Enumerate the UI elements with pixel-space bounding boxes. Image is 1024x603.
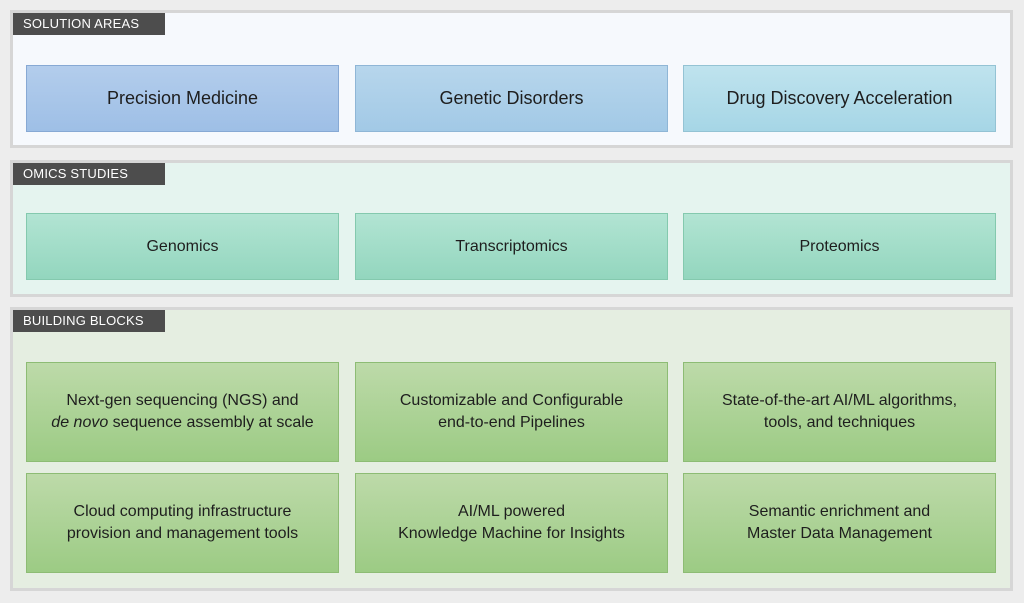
- building-blocks-section: BUILDING BLOCKS Next-gen sequencing (NGS…: [10, 307, 1013, 591]
- omics-item-label: Transcriptomics: [455, 237, 568, 255]
- block-pipelines: Customizable and Configurable end-to-end…: [355, 362, 668, 462]
- omics-item-label: Proteomics: [799, 237, 880, 255]
- block-aiml-algorithms: State-of-the-art AI/ML algorithms, tools…: [683, 362, 996, 462]
- block-text-line2: de novo sequence assembly at scale: [51, 412, 313, 434]
- omics-transcriptomics: Transcriptomics: [355, 213, 668, 280]
- block-text-line2: end-to-end Pipelines: [438, 414, 585, 431]
- solution-drug-discovery: Drug Discovery Acceleration: [683, 65, 996, 132]
- block-text-line2: provision and management tools: [66, 525, 299, 542]
- solution-item-label: Drug Discovery Acceleration: [726, 88, 953, 108]
- solution-genetic-disorders: Genetic Disorders: [355, 65, 668, 132]
- building-blocks-label: BUILDING BLOCKS: [13, 310, 165, 332]
- block-knowledge-machine: AI/ML powered Knowledge Machine for Insi…: [355, 473, 668, 573]
- solution-item-label: Precision Medicine: [106, 88, 259, 108]
- block-text-line1: AI/ML powered: [457, 503, 565, 520]
- block-master-data-management: Semantic enrichment and Master Data Mana…: [683, 473, 996, 573]
- omics-studies-section: OMICS STUDIES Genomics Transcriptomics P…: [10, 160, 1013, 297]
- block-text-line2: tools, and techniques: [763, 414, 916, 431]
- omics-proteomics: Proteomics: [683, 213, 996, 280]
- block-text-line2: Knowledge Machine for Insights: [398, 525, 625, 542]
- omics-item-label: Genomics: [146, 237, 219, 255]
- block-text-line2: Master Data Management: [747, 525, 932, 542]
- block-text-line1: Customizable and Configurable: [399, 392, 624, 409]
- solution-precision-medicine: Precision Medicine: [26, 65, 339, 132]
- solution-areas-section: SOLUTION AREAS Precision Medicine Geneti…: [10, 10, 1013, 148]
- solution-areas-label: SOLUTION AREAS: [13, 13, 165, 35]
- block-text-line1: Semantic enrichment and: [748, 503, 931, 520]
- omics-studies-label: OMICS STUDIES: [13, 163, 165, 185]
- block-text-line2-rest: sequence assembly at scale: [108, 414, 314, 431]
- block-text-line1: Next-gen sequencing (NGS) and: [66, 392, 299, 409]
- block-ngs: Next-gen sequencing (NGS) and de novo se…: [26, 362, 339, 462]
- block-text-line1: State-of-the-art AI/ML algorithms,: [721, 392, 958, 409]
- block-text-emphasis: de novo: [51, 414, 109, 431]
- block-cloud-infrastructure: Cloud computing infrastructure provision…: [26, 473, 339, 573]
- omics-genomics: Genomics: [26, 213, 339, 280]
- block-text-line1: Cloud computing infrastructure: [73, 503, 292, 520]
- solution-item-label: Genetic Disorders: [439, 88, 584, 108]
